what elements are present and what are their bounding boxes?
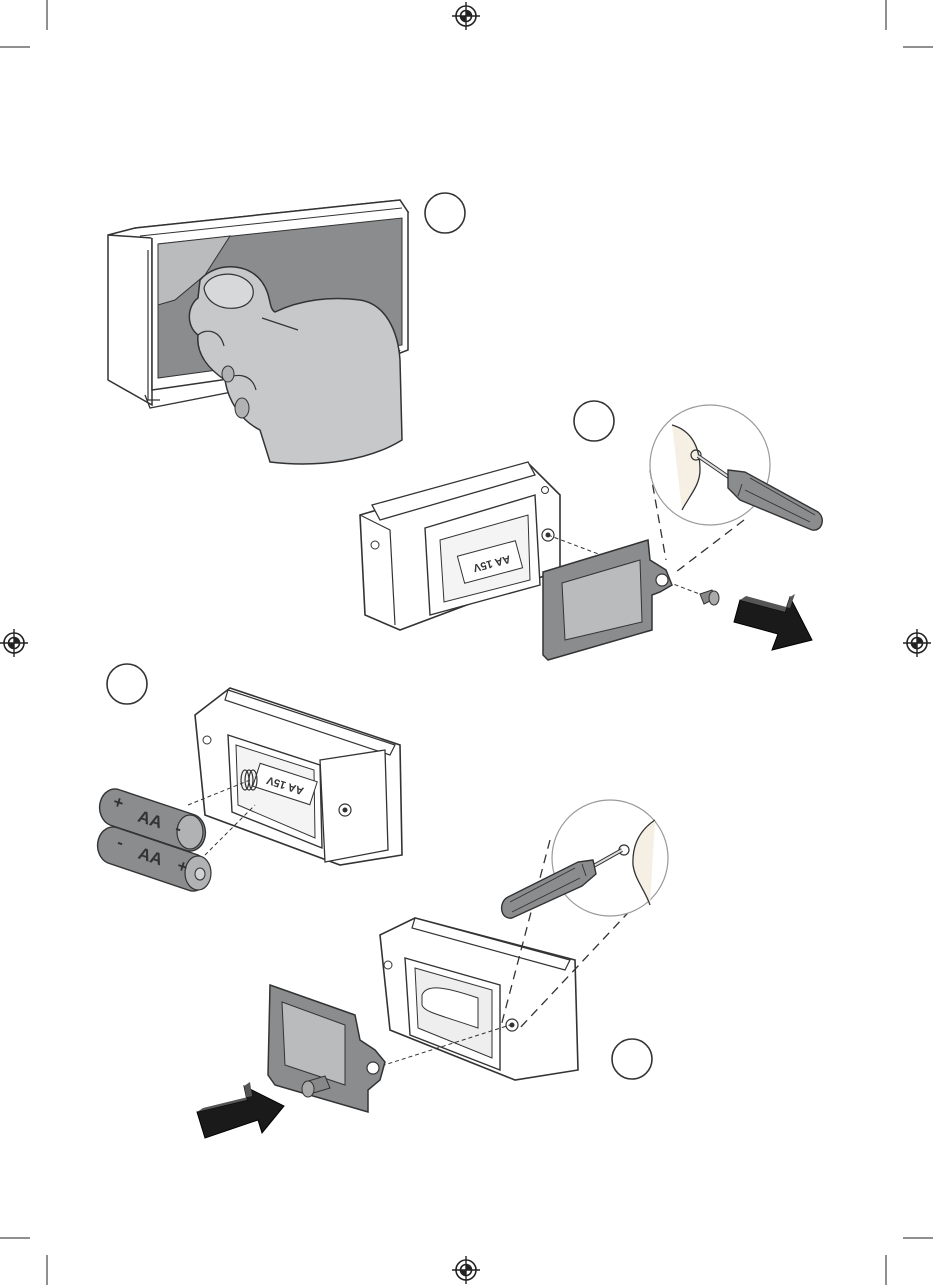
step-3-illustration: AA 15V AA + - AA - +	[98, 664, 402, 891]
step-4-badge	[612, 1039, 652, 1079]
registration-mark-icon	[903, 629, 931, 657]
step-1-badge	[425, 193, 465, 233]
direction-arrow-icon	[734, 594, 812, 650]
screw-icon	[700, 590, 719, 605]
step-2-badge	[574, 401, 614, 441]
step-4-illustration	[197, 800, 668, 1138]
step-3-badge	[107, 664, 147, 704]
registration-mark-icon	[0, 629, 28, 657]
registration-mark-icon	[452, 2, 480, 30]
step-2-illustration: AA 15V	[360, 401, 822, 660]
direction-arrow-icon	[197, 1082, 284, 1138]
registration-mark-icon	[452, 1256, 480, 1284]
step-1-illustration	[108, 193, 465, 464]
